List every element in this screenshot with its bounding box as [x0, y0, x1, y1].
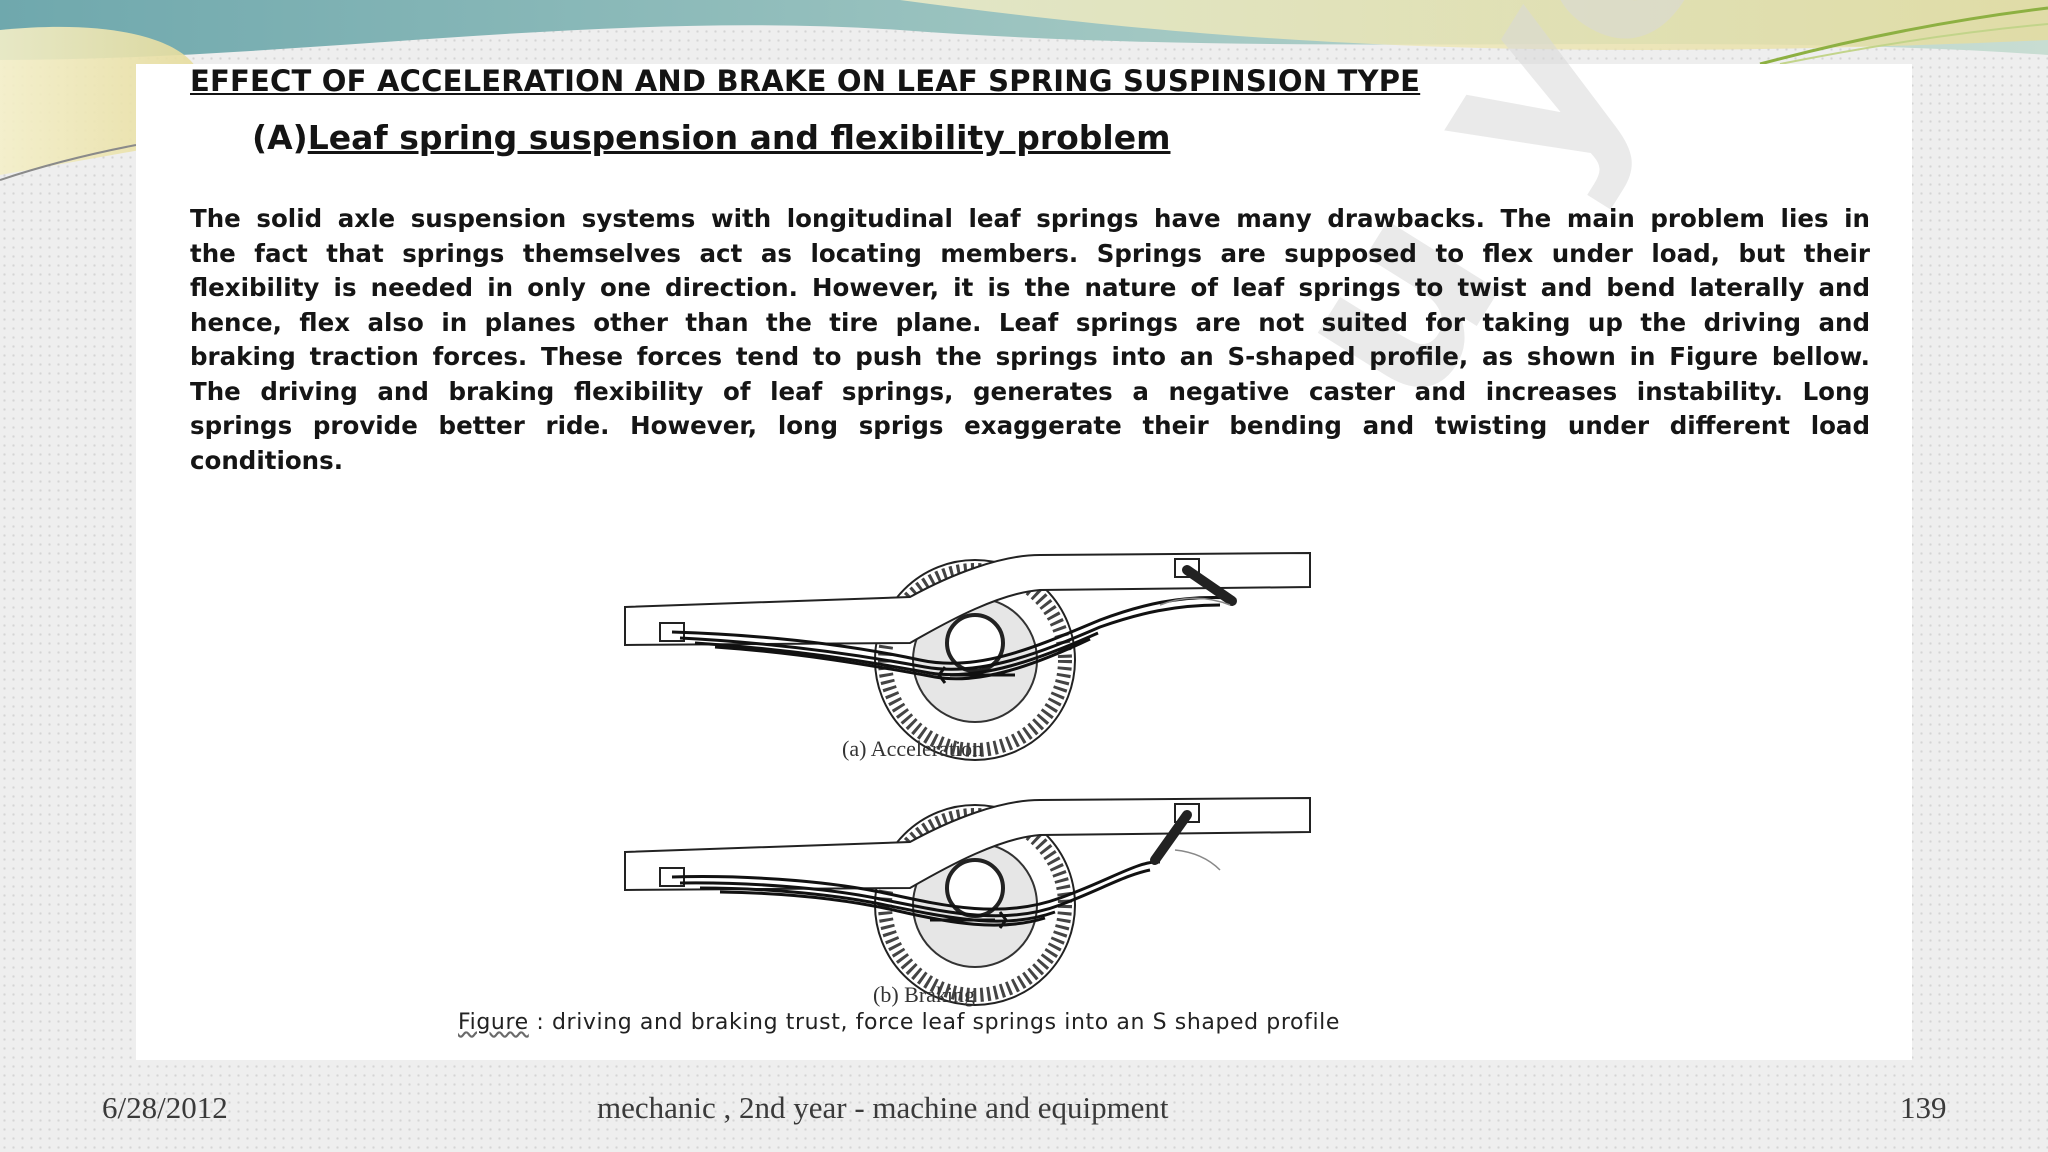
shackle [1182, 565, 1237, 606]
body-paragraph: The solid axle suspension systems with l… [190, 204, 1870, 475]
figure-braking-diagram [624, 796, 1311, 1006]
shackle [1150, 810, 1192, 865]
figure-caption-text: : driving and braking trust, force leaf … [528, 1010, 1341, 1035]
footer-page-number: 139 [1900, 1090, 1947, 1125]
section-title: Leaf spring suspension and flexibility p… [307, 118, 1171, 157]
figure-a-caption: (a) Acceleration [842, 736, 984, 761]
section-subheading: (A)Leaf spring suspension and flexibilit… [252, 118, 1171, 157]
leaf-spring [671, 596, 1231, 681]
vehicle-frame [624, 796, 1311, 892]
footer-course-title: mechanic , 2nd year - machine and equipm… [597, 1090, 1169, 1125]
figure-caption: Figure : driving and braking trust, forc… [458, 1010, 1340, 1035]
vehicle-frame [624, 551, 1311, 647]
footer-date: 6/28/2012 [102, 1090, 228, 1125]
figure-acceleration-diagram [624, 551, 1311, 761]
figure-caption-label: Figure [458, 1010, 529, 1035]
section-prefix: (A) [252, 118, 308, 157]
slide-heading: EFFECT OF ACCELERATION AND BRAKE ON LEAF… [190, 64, 1421, 98]
figure-b-caption: (b) Braking [873, 982, 976, 1007]
leaf-spring [671, 860, 1161, 927]
